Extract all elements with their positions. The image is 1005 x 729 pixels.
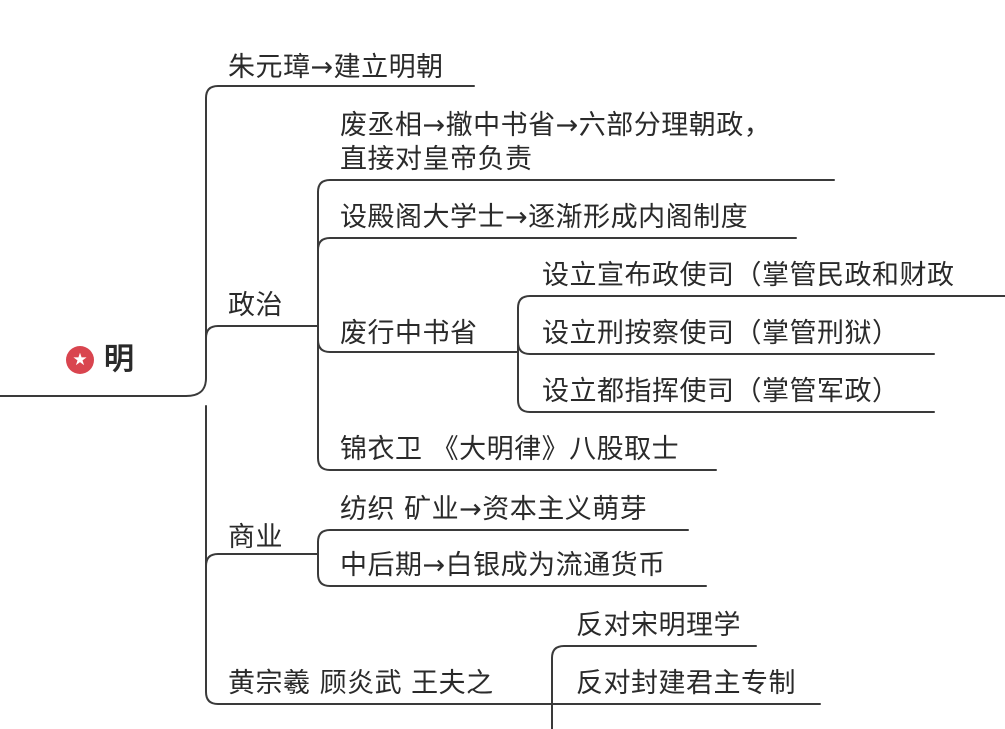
trunk-politics-lower — [317, 191, 717, 471]
trunk-commerce — [317, 529, 689, 543]
branch-dianye — [317, 237, 797, 251]
branch-xingzhong — [317, 339, 519, 353]
node-fandui-junzhu[interactable]: 反对封建君主专制 — [576, 668, 796, 699]
star-badge-icon: ★ — [66, 346, 94, 374]
trunk-l1-lower — [205, 405, 553, 705]
root-node[interactable]: ★ 明 — [66, 340, 134, 380]
node-feichengxiang-line1[interactable]: 废丞相→撤中书省→六部分理朝政， — [340, 110, 772, 141]
node-politics[interactable]: 政治 — [228, 290, 283, 321]
branch-politics — [205, 325, 319, 339]
node-feixingzhongshusheng[interactable]: 废行中书省 — [340, 318, 478, 349]
trunk-l1 — [185, 85, 475, 397]
node-dianyedaxueshi[interactable]: 设殿阁大学士→逐渐形成内阁制度 — [340, 202, 749, 233]
node-commerce[interactable]: 商业 — [228, 522, 283, 553]
root-label: 明 — [104, 342, 134, 377]
node-thinkers[interactable]: 黄宗羲 顾炎武 王夫之 — [228, 668, 494, 699]
trunk-commerce-lower — [317, 541, 707, 587]
node-duzhihuishisi[interactable]: 设立都指挥使司（掌管军政） — [542, 376, 900, 407]
node-fangzhi[interactable]: 纺织 矿业→资本主义萌芽 — [340, 494, 648, 525]
branch-tixing — [517, 341, 935, 355]
node-xuanbuzhengshisi[interactable]: 设立宣布政使司（掌管民政和财政 — [542, 260, 955, 291]
node-tixingancha[interactable]: 设立刑按察使司（掌管刑狱） — [542, 318, 900, 349]
node-baiyin[interactable]: 中后期→白银成为流通货币 — [340, 550, 666, 581]
node-jinyiwei[interactable]: 锦衣卫 《大明律》八股取士 — [340, 434, 680, 465]
trunk-xingzhong — [517, 295, 1005, 309]
node-fandui-songming[interactable]: 反对宋明理学 — [576, 610, 741, 641]
trunk-politics — [317, 179, 835, 193]
trunk-thinkers — [551, 645, 757, 705]
node-feichengxiang-line2[interactable]: 直接对皇帝负责 — [340, 144, 533, 175]
node-zhuyuanzhang[interactable]: 朱元璋→建立明朝 — [228, 52, 444, 83]
branch-commerce — [205, 553, 319, 567]
trunk-xingzhong-lower — [517, 307, 935, 413]
